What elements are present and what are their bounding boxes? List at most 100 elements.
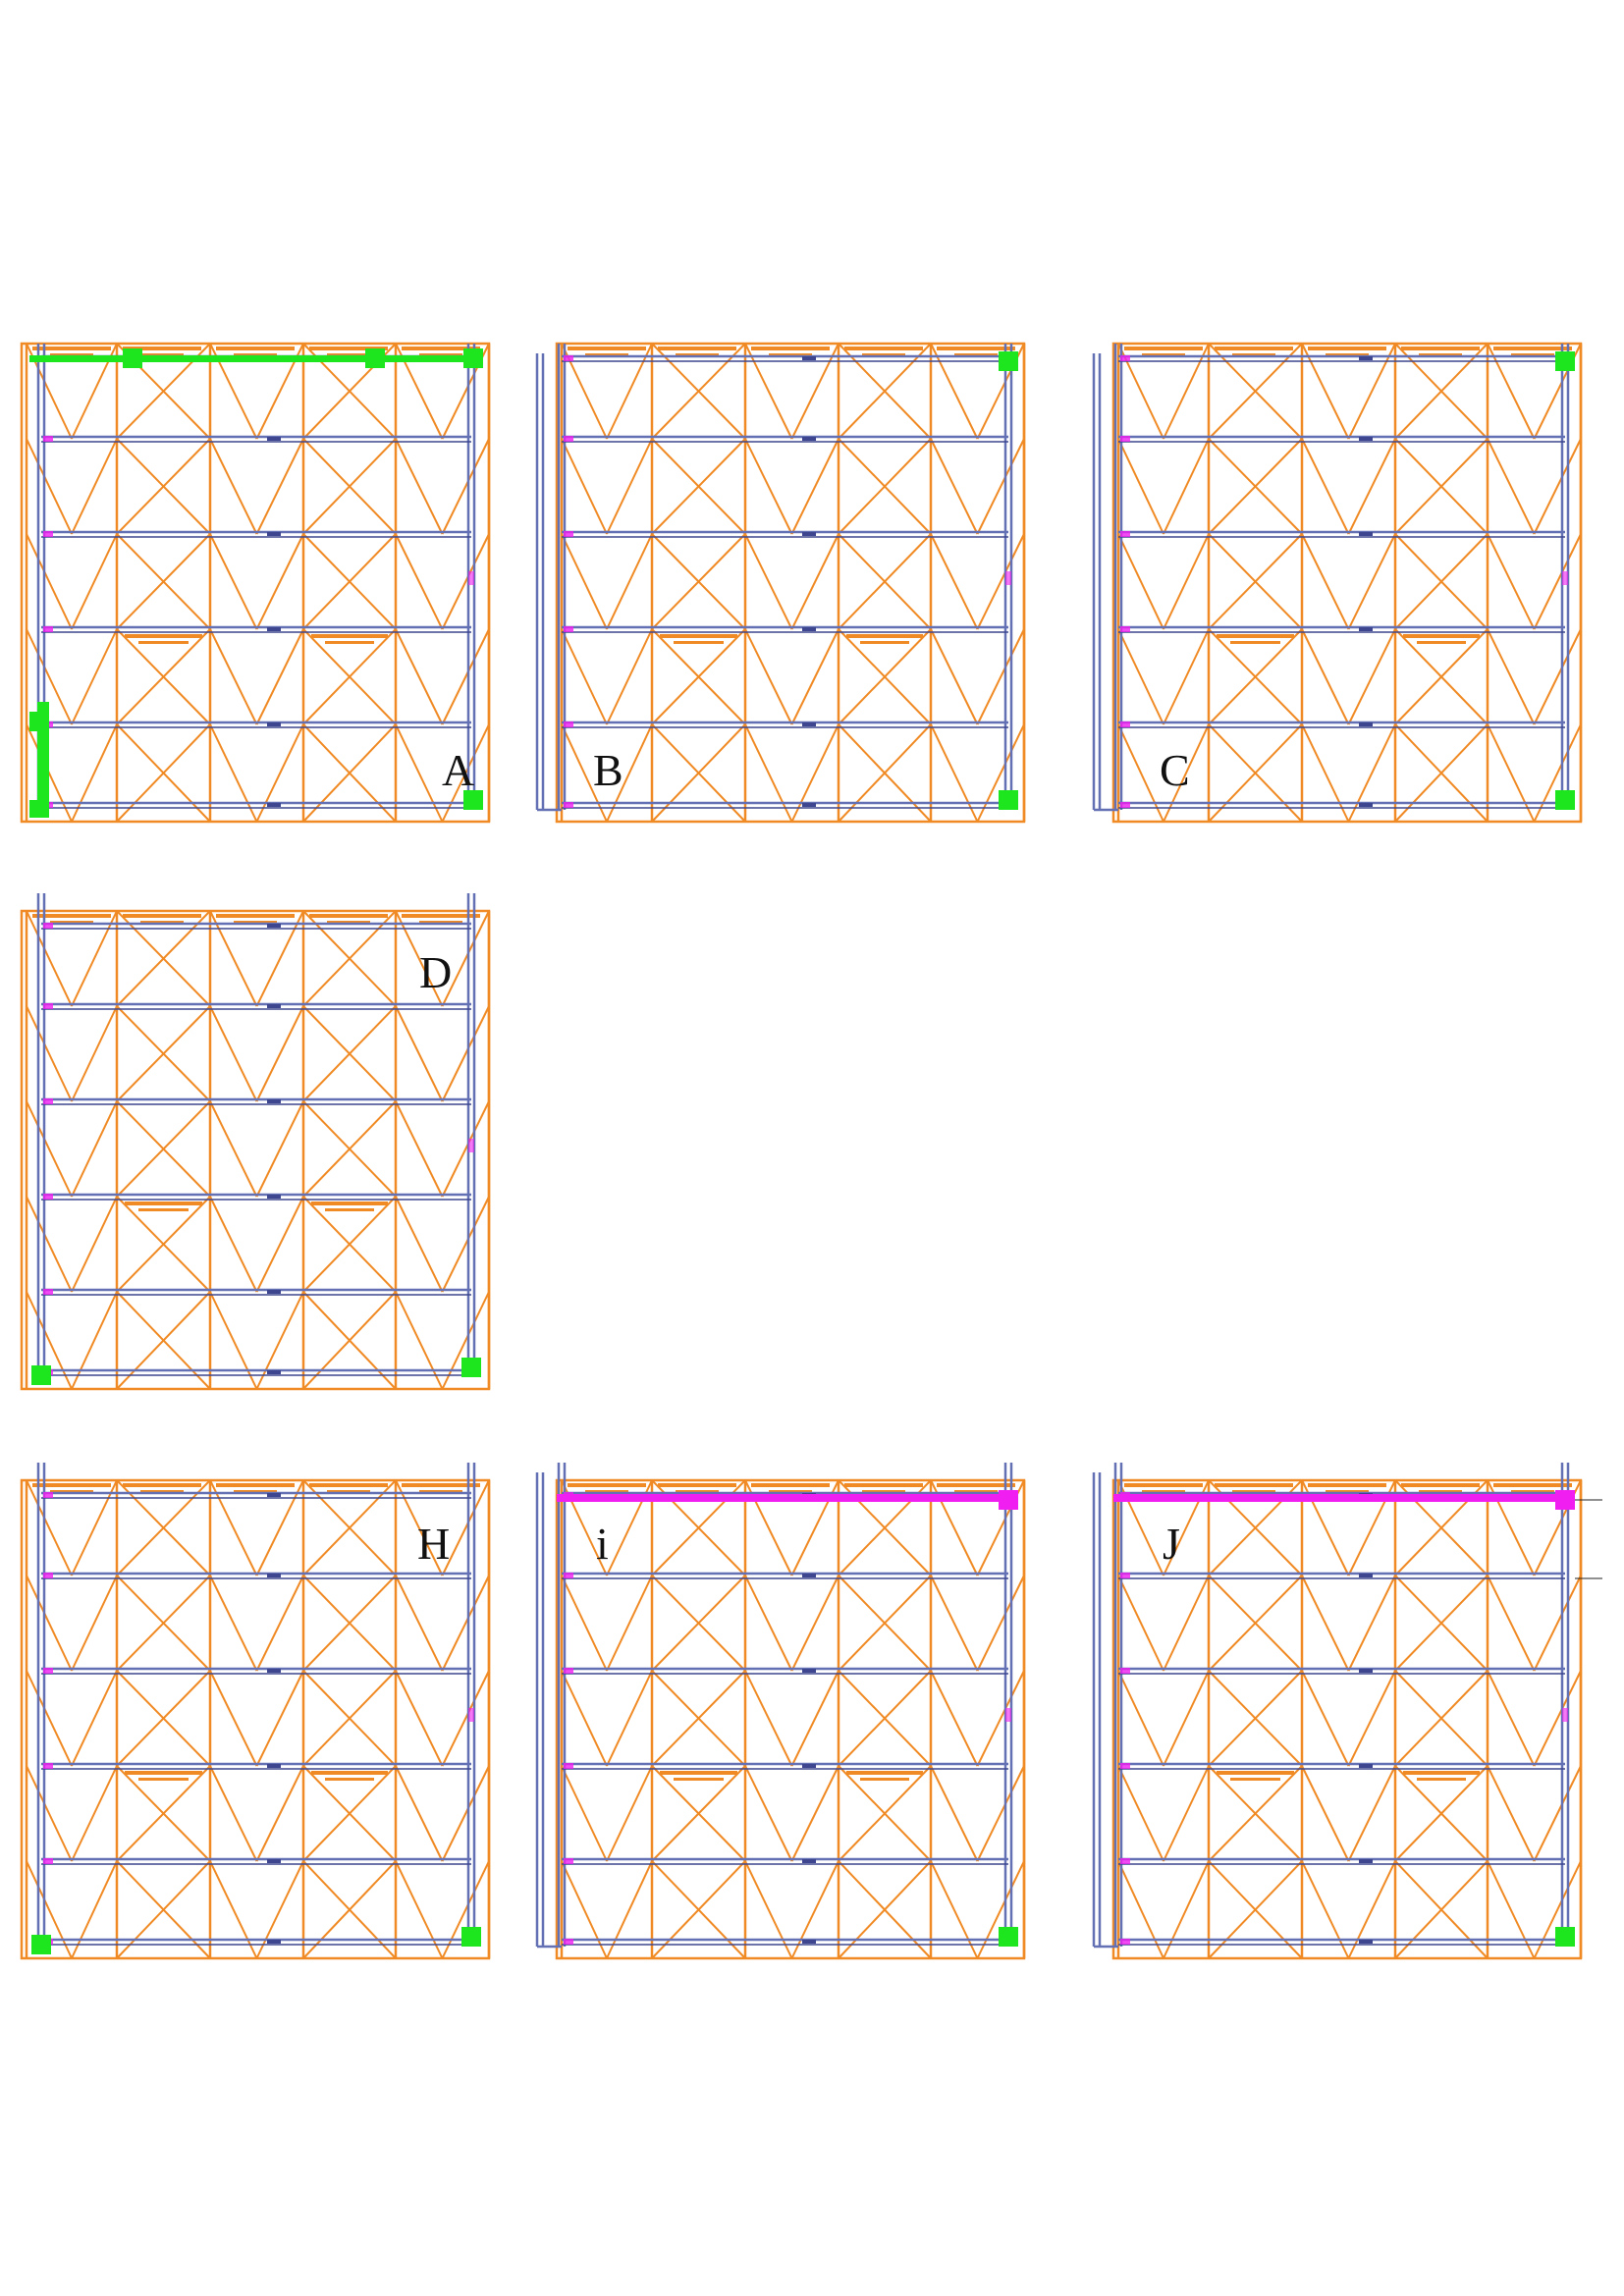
brace-diagonal bbox=[1163, 1860, 1210, 1959]
brace-diagonal bbox=[26, 1100, 73, 1198]
brace-diagonal bbox=[116, 533, 211, 630]
brace-diagonal bbox=[976, 723, 1025, 823]
brace-diagonal bbox=[441, 1100, 490, 1198]
brace-diagonal bbox=[26, 533, 73, 630]
node-marker bbox=[365, 348, 385, 368]
brace-diagonal bbox=[255, 1100, 304, 1198]
ledger-coupler bbox=[1359, 1859, 1373, 1863]
brace-diagonal bbox=[930, 1670, 979, 1767]
brace-diagonal bbox=[1533, 723, 1582, 823]
ledger-coupler bbox=[267, 1764, 281, 1768]
brace-diagonal bbox=[1533, 1575, 1582, 1672]
ledger-coupler bbox=[802, 1940, 816, 1944]
brace-diagonal bbox=[744, 343, 793, 440]
brace-diagonal bbox=[116, 910, 211, 1007]
brace-diagonal bbox=[744, 533, 793, 630]
ledger-coupler bbox=[267, 722, 281, 726]
brace-diagonal bbox=[1347, 1860, 1396, 1959]
brace-diagonal bbox=[395, 1196, 444, 1293]
brace-diagonal bbox=[838, 533, 932, 630]
brace-diagonal bbox=[116, 628, 211, 725]
brace-diagonal bbox=[1394, 628, 1489, 725]
annotation-mark bbox=[1232, 1490, 1275, 1493]
annotation-mark bbox=[1493, 1483, 1572, 1487]
node-marker bbox=[461, 1927, 481, 1947]
brace-diagonal bbox=[1208, 1765, 1303, 1862]
brace-diagonal bbox=[1208, 438, 1303, 535]
ledger-coupler bbox=[267, 532, 281, 536]
annotation-mark bbox=[1417, 1778, 1466, 1781]
brace-diagonal bbox=[1394, 438, 1489, 535]
brace-diagonal bbox=[838, 343, 932, 440]
brace-diagonal bbox=[561, 438, 608, 535]
brace-diagonal bbox=[1394, 1765, 1489, 1862]
brace-diagonal bbox=[209, 533, 258, 630]
annotation-mark bbox=[674, 641, 724, 644]
brace-diagonal bbox=[1163, 533, 1210, 630]
ledger-coupler bbox=[1359, 1764, 1373, 1768]
brace-diagonal bbox=[1347, 438, 1396, 535]
ledger-coupler bbox=[267, 1669, 281, 1673]
brace-diagonal bbox=[209, 438, 258, 535]
ledger-coupler bbox=[267, 1290, 281, 1294]
brace-diagonal bbox=[255, 1670, 304, 1767]
upright-coupler bbox=[468, 1139, 474, 1152]
brace-diagonal bbox=[255, 1291, 304, 1390]
annotation-mark bbox=[216, 1483, 295, 1487]
brace-diagonal bbox=[116, 1860, 211, 1959]
ledger-node bbox=[564, 626, 573, 632]
ledger-coupler bbox=[802, 1574, 816, 1577]
ledger-node bbox=[1120, 355, 1130, 361]
ledger-coupler bbox=[802, 627, 816, 631]
brace-diagonal bbox=[1117, 1860, 1164, 1959]
ledger-coupler bbox=[1359, 532, 1373, 536]
brace-diagonal bbox=[1208, 343, 1303, 440]
brace-diagonal bbox=[209, 1196, 258, 1293]
brace-diagonal bbox=[71, 723, 118, 823]
annotation-mark bbox=[402, 347, 480, 350]
annotation-mark bbox=[140, 353, 184, 356]
node-marker bbox=[1555, 351, 1575, 371]
brace-diagonal bbox=[790, 1575, 839, 1672]
brace-diagonal bbox=[71, 438, 118, 535]
brace-diagonal bbox=[209, 1100, 258, 1198]
brace-diagonal bbox=[26, 438, 73, 535]
ledger-node bbox=[43, 923, 53, 929]
upright-coupler bbox=[1005, 571, 1011, 585]
brace-diagonal bbox=[606, 1860, 653, 1959]
annotation-mark bbox=[311, 634, 388, 638]
ledger-coupler bbox=[802, 1859, 816, 1863]
annotation-mark bbox=[1511, 353, 1554, 356]
brace-diagonal bbox=[976, 438, 1025, 535]
ledger-node bbox=[43, 1492, 53, 1498]
node-marker bbox=[999, 351, 1018, 371]
brace-diagonal bbox=[1163, 343, 1210, 440]
annotation-mark bbox=[954, 1490, 998, 1493]
upright-coupler bbox=[1562, 571, 1568, 585]
annotation-mark bbox=[123, 1483, 201, 1487]
ledger-node bbox=[1120, 1573, 1130, 1578]
brace-diagonal bbox=[255, 1575, 304, 1672]
brace-diagonal bbox=[1301, 438, 1350, 535]
brace-diagonal bbox=[26, 1670, 73, 1767]
brace-diagonal bbox=[1487, 343, 1536, 440]
brace-diagonal bbox=[744, 723, 793, 823]
brace-diagonal bbox=[744, 1575, 793, 1672]
brace-diagonal bbox=[930, 343, 979, 440]
brace-diagonal bbox=[1117, 1765, 1164, 1862]
brace-diagonal bbox=[395, 910, 444, 1007]
ledger-node bbox=[43, 1098, 53, 1104]
brace-diagonal bbox=[209, 628, 258, 725]
brace-diagonal bbox=[255, 1860, 304, 1959]
ledger-coupler bbox=[802, 356, 816, 360]
annotation-mark bbox=[676, 353, 719, 356]
brace-diagonal bbox=[26, 1005, 73, 1102]
brace-diagonal bbox=[71, 910, 118, 1007]
annotation-mark bbox=[140, 1490, 184, 1493]
brace-diagonal bbox=[441, 1765, 490, 1862]
annotation-mark bbox=[325, 641, 374, 644]
brace-diagonal bbox=[26, 1860, 73, 1959]
brace-diagonal bbox=[71, 1765, 118, 1862]
ledger-coupler bbox=[267, 1940, 281, 1944]
